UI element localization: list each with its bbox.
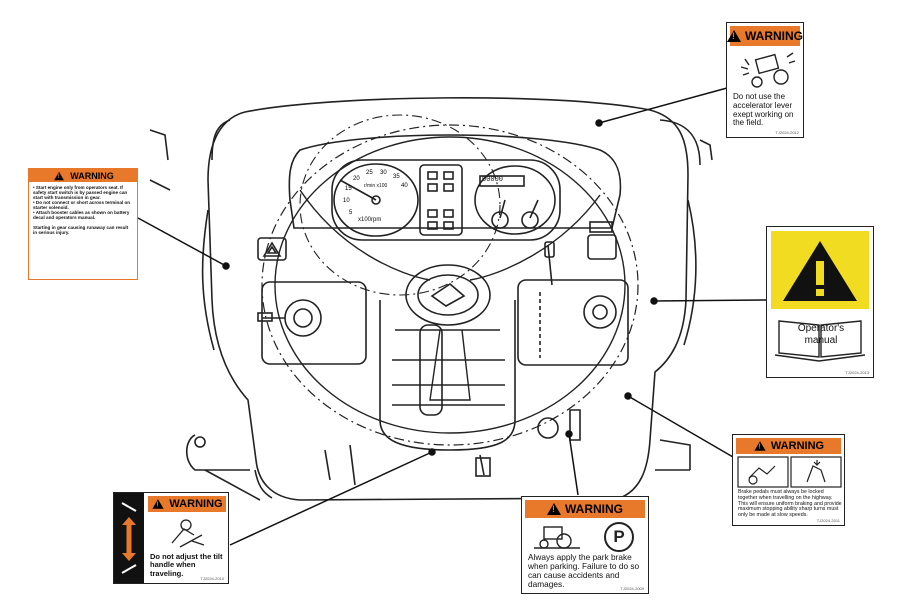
- tick-label: 30: [380, 170, 387, 176]
- tilt-direction-strip: [114, 493, 144, 583]
- label-code: TJ2024-2013: [845, 370, 869, 375]
- tick-label: 20: [353, 176, 360, 182]
- tick-label: 35: [393, 174, 400, 180]
- warning-triangle-icon: [54, 171, 65, 180]
- warning-line: • Start engine only from operators seat.…: [33, 185, 128, 201]
- brake-pedal-icons: [737, 456, 842, 488]
- warning-header: WARNING: [29, 169, 137, 182]
- speed-unit: x100rpm: [358, 217, 382, 223]
- tilt-handle-icon: [171, 519, 205, 548]
- caution-yellow-panel: [771, 231, 869, 309]
- tick-label: 10: [343, 198, 350, 204]
- operators-manual-label: Operator's manual TJ2024-2013: [766, 226, 874, 378]
- tilt-handle-warning-label: WARNING Do not adjust the tilt handle wh…: [113, 492, 229, 584]
- warning-header: WARNING: [525, 500, 645, 518]
- accelerator-warning-text: Do not use the accelerator lever exept w…: [733, 92, 794, 128]
- operators-manual-icon: [774, 320, 866, 362]
- warning-header: WARNING: [148, 496, 226, 512]
- label-code: TJ2024-2009: [620, 586, 644, 591]
- brake-pedal-warning-text: Brake pedals must always be locked toget…: [738, 489, 842, 519]
- manual-title: Operator's manual: [797, 323, 845, 346]
- warning-header: WARNING: [727, 26, 803, 46]
- warning-triangle-icon: [152, 499, 165, 509]
- tilt-arrow-icon: [121, 502, 137, 574]
- warning-line: • Do not connect or short across termina…: [33, 200, 131, 211]
- warning-line: • Attach booster cables as shown on batt…: [33, 210, 130, 221]
- warning-triangle-icon: [727, 30, 741, 42]
- label-code: TJ2024-2010: [200, 576, 224, 581]
- warning-triangle-icon: [754, 441, 766, 451]
- park-brake-warning-text: Always apply the park brake when parking…: [528, 552, 640, 590]
- brake-pedal-warning-label: WARNING Brake pedals must always be lock…: [732, 434, 845, 526]
- warning-header: WARNING: [736, 438, 841, 454]
- start-engine-warning-text: • Start engine only from operators seat.…: [29, 182, 137, 238]
- accelerator-warning-label: WARNING Do not use the accelerator lever…: [726, 22, 804, 138]
- warning-line: Starting in gear causing runaway can res…: [33, 225, 129, 236]
- hour-meter-readout: 00000: [482, 176, 504, 184]
- tilt-handle-warning-text: Do not adjust the tilt handle when trave…: [150, 552, 223, 578]
- warning-triangle-icon: [783, 241, 857, 301]
- tachometer-unit: r/min x100: [364, 183, 388, 189]
- parked-tractor-icon: [534, 526, 580, 549]
- tick-label: 40: [401, 183, 408, 189]
- label-code: TJ2024-2011: [816, 518, 840, 523]
- rollover-tractor-icon: [740, 52, 796, 88]
- park-brake-warning-label: WARNING P Always apply the park brake wh…: [521, 496, 649, 594]
- warning-triangle-icon: [547, 503, 561, 515]
- start-engine-warning-label: WARNING • Start engine only from operato…: [28, 168, 138, 280]
- label-code: TJ2024-2012: [775, 130, 799, 135]
- tick-label: 15: [345, 186, 352, 192]
- tick-label: 25: [366, 170, 373, 176]
- park-brake-icon: P: [604, 522, 634, 552]
- tick-label: 5: [349, 210, 353, 216]
